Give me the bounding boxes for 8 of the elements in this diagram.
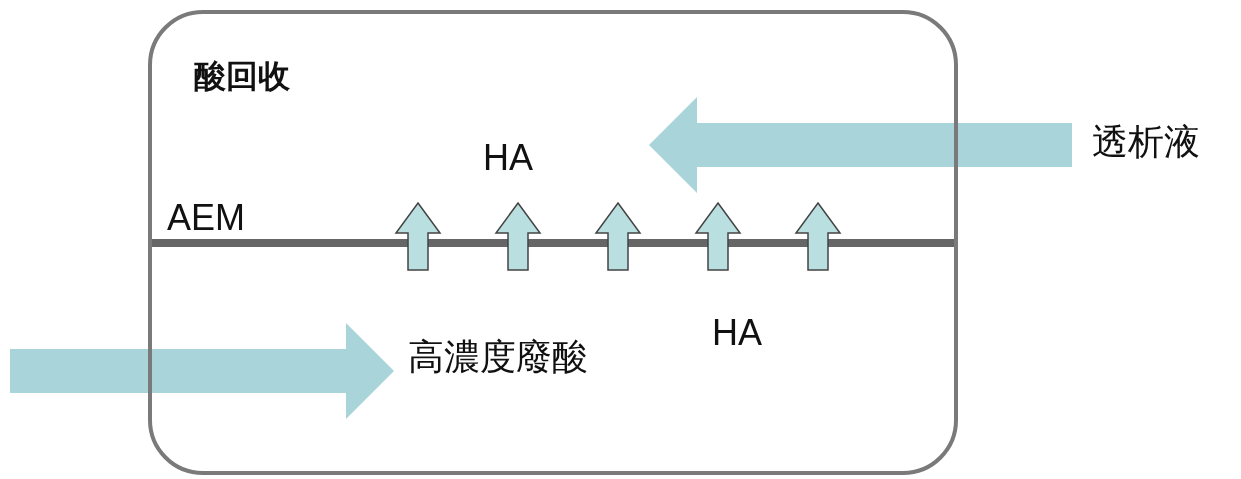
text-label: HA — [712, 313, 762, 353]
box-title: 酸回收 — [194, 59, 290, 95]
node-label: 透析液 — [1092, 122, 1200, 162]
block-arrow — [10, 323, 394, 419]
text-label: HA — [483, 138, 533, 178]
process-box — [148, 10, 958, 475]
text-label: AEM — [167, 198, 245, 238]
node-label: 高濃度廢酸 — [408, 337, 588, 377]
